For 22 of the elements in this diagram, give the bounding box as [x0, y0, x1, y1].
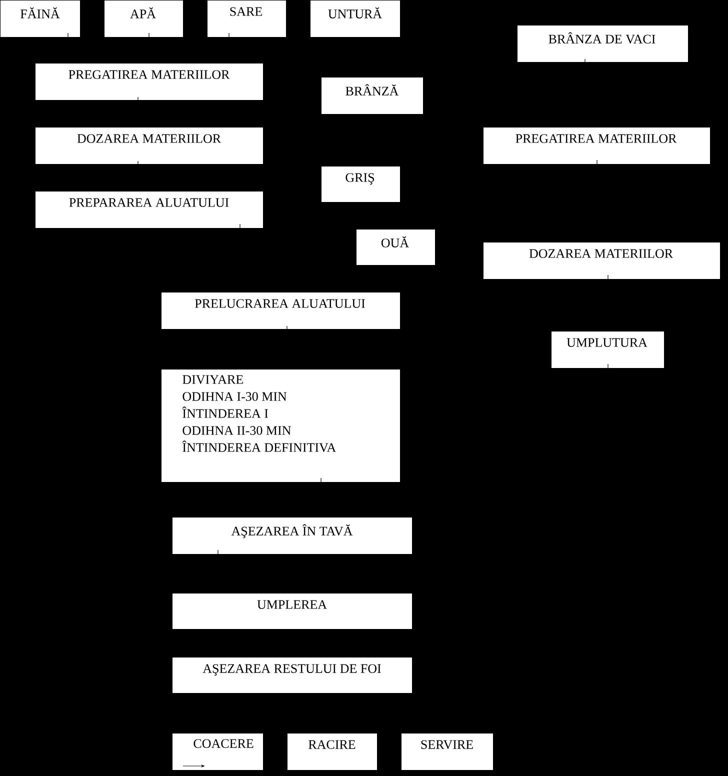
process-box: DOZAREA MATERIILOR [483, 242, 720, 280]
process-box: PRELUCRAREA ALUATULUI [161, 292, 400, 330]
process-box: FĂINĂ [0, 0, 80, 38]
process-box: PREGATIREA MATERIILOR [483, 127, 710, 164]
process-box: SERVIRE [401, 733, 494, 770]
process-box: UMPLUTURA [551, 331, 664, 368]
process-box: GRIŞ [321, 166, 400, 202]
process-box: UNTURĂ [310, 0, 400, 38]
process-box: UMPLEREA [172, 593, 412, 630]
process-box: BRÂNZA DE VACI [517, 25, 688, 62]
process-box: SARE [207, 0, 286, 38]
process-box: AŞEZAREA ÎN TAVĂ [172, 517, 412, 554]
process-box: PREGATIREA MATERIILOR [35, 63, 264, 100]
process-box: APĂ [104, 0, 184, 38]
process-box: DIVIYARE ODIHNA I-30 MIN ÎNTINDEREA I ODIHNA II-30 MIN ÎNTINDEREA DEFINITIVA [161, 369, 400, 482]
process-box: AŞEZAREA RESTULUI DE FOI [172, 657, 412, 694]
process-box: BRÂNZĂ [321, 77, 424, 114]
process-box: RACIRE [287, 733, 378, 770]
process-box: PREPARAREA ALUATULUI [35, 191, 264, 228]
process-box: DOZAREA MATERIILOR [35, 127, 264, 164]
process-box: OUĂ [356, 229, 436, 266]
process-box: COACERE [172, 733, 264, 770]
